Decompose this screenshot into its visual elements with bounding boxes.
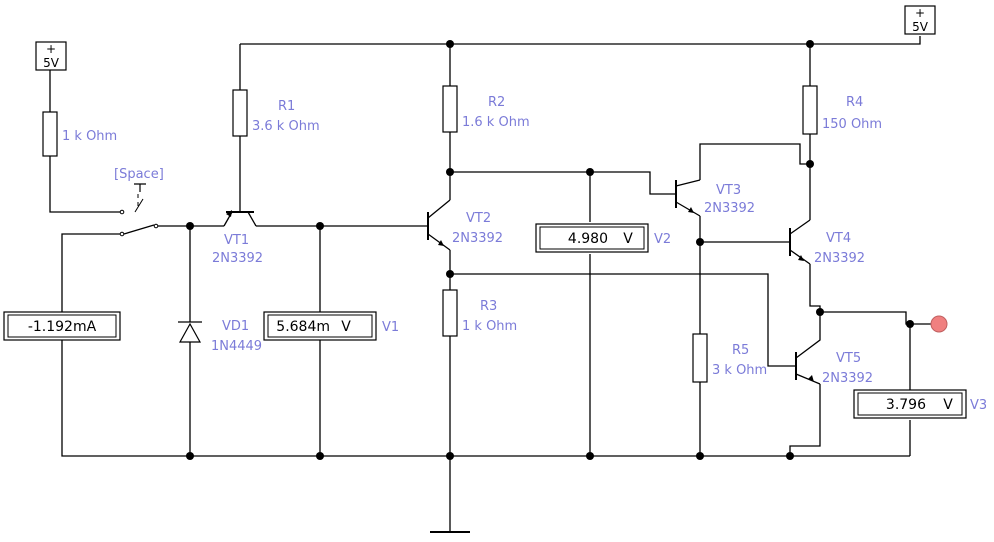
transistor-vt5[interactable]: VT5 2N3392 xyxy=(795,312,873,386)
voltmeter-v1[interactable]: 5.684m V V1 xyxy=(263,311,399,341)
transistor-vt3[interactable]: VT3 2N3392 xyxy=(675,179,755,217)
voltmeter-unit: V xyxy=(623,231,633,247)
voltmeter-name: V2 xyxy=(654,232,671,247)
ammeter-reading: -1.192mA xyxy=(28,319,97,335)
junction-dot xyxy=(186,452,194,460)
transistor-vt2[interactable]: VT2 2N3392 xyxy=(427,199,503,251)
transistor-name: VT4 xyxy=(826,231,851,246)
transistor-model: 2N3392 xyxy=(822,371,873,386)
resistor-r-in[interactable]: 1 k Ohm xyxy=(42,111,117,157)
junction-dot xyxy=(446,168,454,176)
source-plus-sign: + xyxy=(915,6,925,20)
junction-dot xyxy=(446,452,454,460)
junction-dot xyxy=(806,40,814,48)
diode-model: 1N4449 xyxy=(211,339,262,354)
resistor-value: 3 k Ohm xyxy=(712,363,767,378)
junction-dot xyxy=(586,168,594,176)
resistor-r1[interactable]: R1 3.6 k Ohm xyxy=(232,89,320,137)
junction-dot xyxy=(446,270,454,278)
junction-dot xyxy=(446,40,454,48)
voltmeter-reading: 5.684m xyxy=(276,319,330,335)
transistor-vt4[interactable]: VT4 2N3392 xyxy=(789,219,865,266)
junction-dot xyxy=(186,222,194,230)
source-voltage: 5V xyxy=(912,20,929,34)
switch[interactable]: [Space] xyxy=(114,167,164,237)
voltmeter-unit: V xyxy=(341,319,351,335)
voltage-source-right[interactable]: + 5V xyxy=(904,5,936,35)
voltmeter-v2[interactable]: 4.980 V V2 xyxy=(535,223,671,253)
ammeter[interactable]: -1.192mA xyxy=(3,311,121,341)
transistor-vt1[interactable]: VT1 2N3392 xyxy=(212,204,263,266)
diode-name: VD1 xyxy=(222,319,249,334)
voltage-source-left[interactable]: + 5V xyxy=(35,41,67,71)
resistor-value: 3.6 k Ohm xyxy=(252,119,320,134)
resistor-r4[interactable]: R4 150 Ohm xyxy=(802,85,882,135)
resistor-name: R2 xyxy=(488,95,505,110)
voltmeter-reading: 3.796 xyxy=(886,397,926,413)
resistor-name: R4 xyxy=(846,95,863,110)
diode-vd1[interactable]: VD1 1N4449 xyxy=(178,319,262,354)
transistor-model: 2N3392 xyxy=(814,251,865,266)
wires xyxy=(49,36,932,533)
junction-dot xyxy=(696,452,704,460)
junction-dot xyxy=(906,320,914,328)
switch-key-label: [Space] xyxy=(114,167,164,182)
transistor-name: VT5 xyxy=(836,351,861,366)
output-probe-lamp[interactable] xyxy=(930,315,948,333)
transistor-name: VT2 xyxy=(466,211,491,226)
resistor-r3[interactable]: R3 1 k Ohm xyxy=(442,289,517,337)
voltmeter-name: V3 xyxy=(970,398,987,413)
voltmeter-name: V1 xyxy=(382,320,399,335)
voltmeter-unit: V xyxy=(943,397,953,413)
resistor-value: 150 Ohm xyxy=(822,117,882,132)
junctions xyxy=(186,40,914,460)
junction-dot xyxy=(786,452,794,460)
junction-dot xyxy=(806,160,814,168)
junction-dot xyxy=(696,238,704,246)
transistor-name: VT1 xyxy=(224,233,249,248)
transistor-name: VT3 xyxy=(716,183,741,198)
junction-dot xyxy=(316,222,324,230)
source-voltage: 5V xyxy=(43,56,60,70)
junction-dot xyxy=(316,452,324,460)
resistor-value: 1.6 k Ohm xyxy=(462,115,530,130)
resistor-value: 1 k Ohm xyxy=(62,129,117,144)
resistor-value: 1 k Ohm xyxy=(462,319,517,334)
transistor-model: 2N3392 xyxy=(704,201,755,216)
resistor-name: R5 xyxy=(732,343,749,358)
resistor-name: R1 xyxy=(278,99,295,114)
resistor-r5[interactable]: R5 3 k Ohm xyxy=(692,333,767,383)
source-plus-sign: + xyxy=(46,42,56,56)
transistor-model: 2N3392 xyxy=(212,251,263,266)
resistor-r2[interactable]: R2 1.6 k Ohm xyxy=(442,85,530,133)
junction-dot xyxy=(586,452,594,460)
resistor-name: R3 xyxy=(480,299,497,314)
voltmeter-reading: 4.980 xyxy=(568,231,608,247)
voltmeter-v3[interactable]: 3.796 V V3 xyxy=(853,389,987,419)
transistor-model: 2N3392 xyxy=(452,231,503,246)
